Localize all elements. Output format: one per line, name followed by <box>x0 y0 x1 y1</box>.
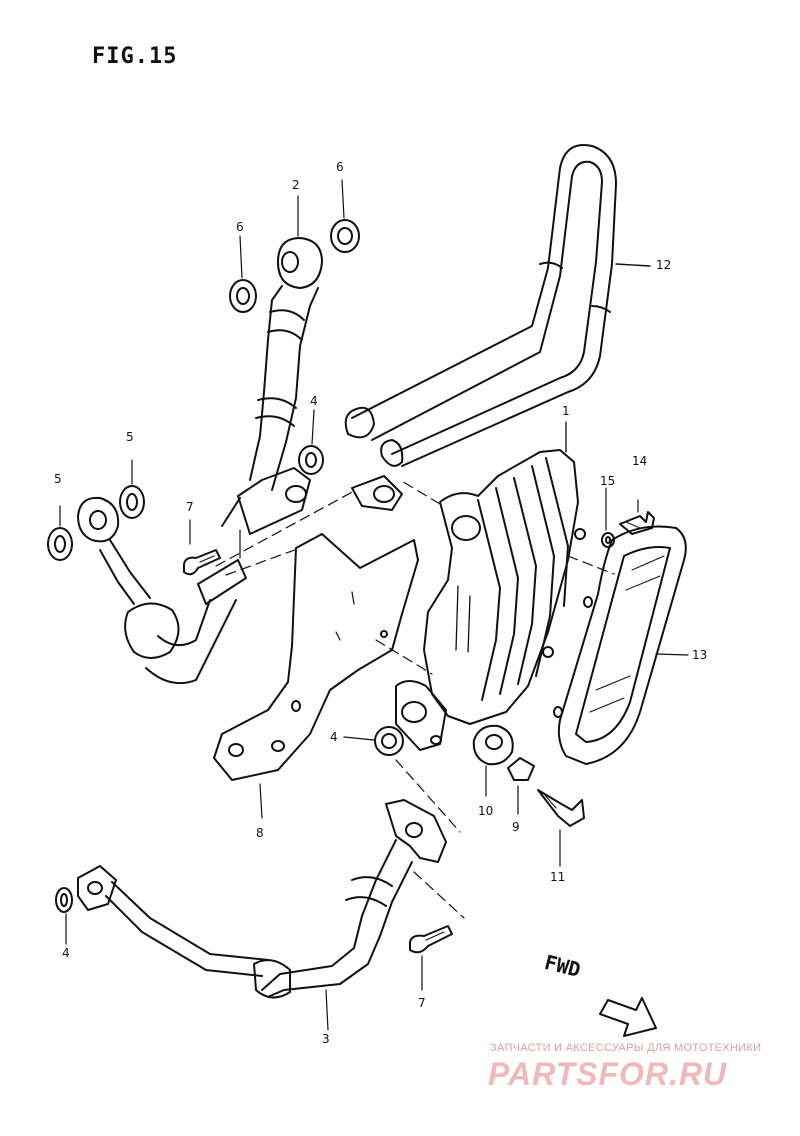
bracket-part-8 <box>213 533 419 819</box>
pipe-part-2 <box>197 237 323 605</box>
callout-11: 11 <box>550 870 566 884</box>
callout-9: 9 <box>512 820 520 834</box>
callout-1: 1 <box>562 404 570 418</box>
watermark-caption: ЗАПЧАСТИ И АКСЕССУАРЫ ДЛЯ МОТОТЕХНИКИ <box>490 1042 762 1054</box>
washer-part-4b <box>374 726 404 756</box>
washer-part-5a <box>47 527 73 561</box>
callout-5: 5 <box>126 430 134 444</box>
callout-12: 12 <box>656 258 672 272</box>
pipe-part-12 <box>344 144 651 467</box>
callout-6: 6 <box>236 220 244 234</box>
callout-2: 2 <box>292 178 300 192</box>
washer-part-5b <box>119 485 145 519</box>
assembly-lines <box>215 479 615 919</box>
washer-part-15 <box>601 532 615 548</box>
callout-4: 4 <box>62 946 70 960</box>
grommet-part-10 <box>472 724 514 797</box>
figure-title: FIG.15 <box>92 44 178 69</box>
callout-14: 14 <box>632 454 648 468</box>
washer-part-4c <box>55 887 73 913</box>
hose-part-5 <box>77 496 237 684</box>
callout-4: 4 <box>310 394 318 408</box>
callout-7: 7 <box>418 996 426 1010</box>
cover-part-13 <box>553 525 689 765</box>
watermark-logo: PARTSFOR.RU <box>488 1056 728 1092</box>
callout-6: 6 <box>336 160 344 174</box>
bolt-part-11 <box>537 789 585 867</box>
callout-3: 3 <box>322 1032 330 1046</box>
fwd-arrow-icon <box>599 997 657 1037</box>
callout-8: 8 <box>256 826 264 840</box>
callout-5: 5 <box>54 472 62 486</box>
bolt-part-7a <box>183 549 221 576</box>
callout-4: 4 <box>330 730 338 744</box>
bolt-part-7b <box>409 925 453 991</box>
callout-10: 10 <box>478 804 494 818</box>
washer-part-6b <box>330 219 360 253</box>
hose-part-3 <box>77 799 447 1031</box>
callout-13: 13 <box>692 648 708 662</box>
collar-part-9 <box>507 757 535 815</box>
callout-7: 7 <box>186 500 194 514</box>
washer-part-6a <box>229 279 257 313</box>
callout-15: 15 <box>600 474 616 488</box>
washer-part-4a <box>298 445 324 475</box>
bolt-part-14 <box>619 499 655 535</box>
oil-cooler-part-1 <box>351 421 586 751</box>
